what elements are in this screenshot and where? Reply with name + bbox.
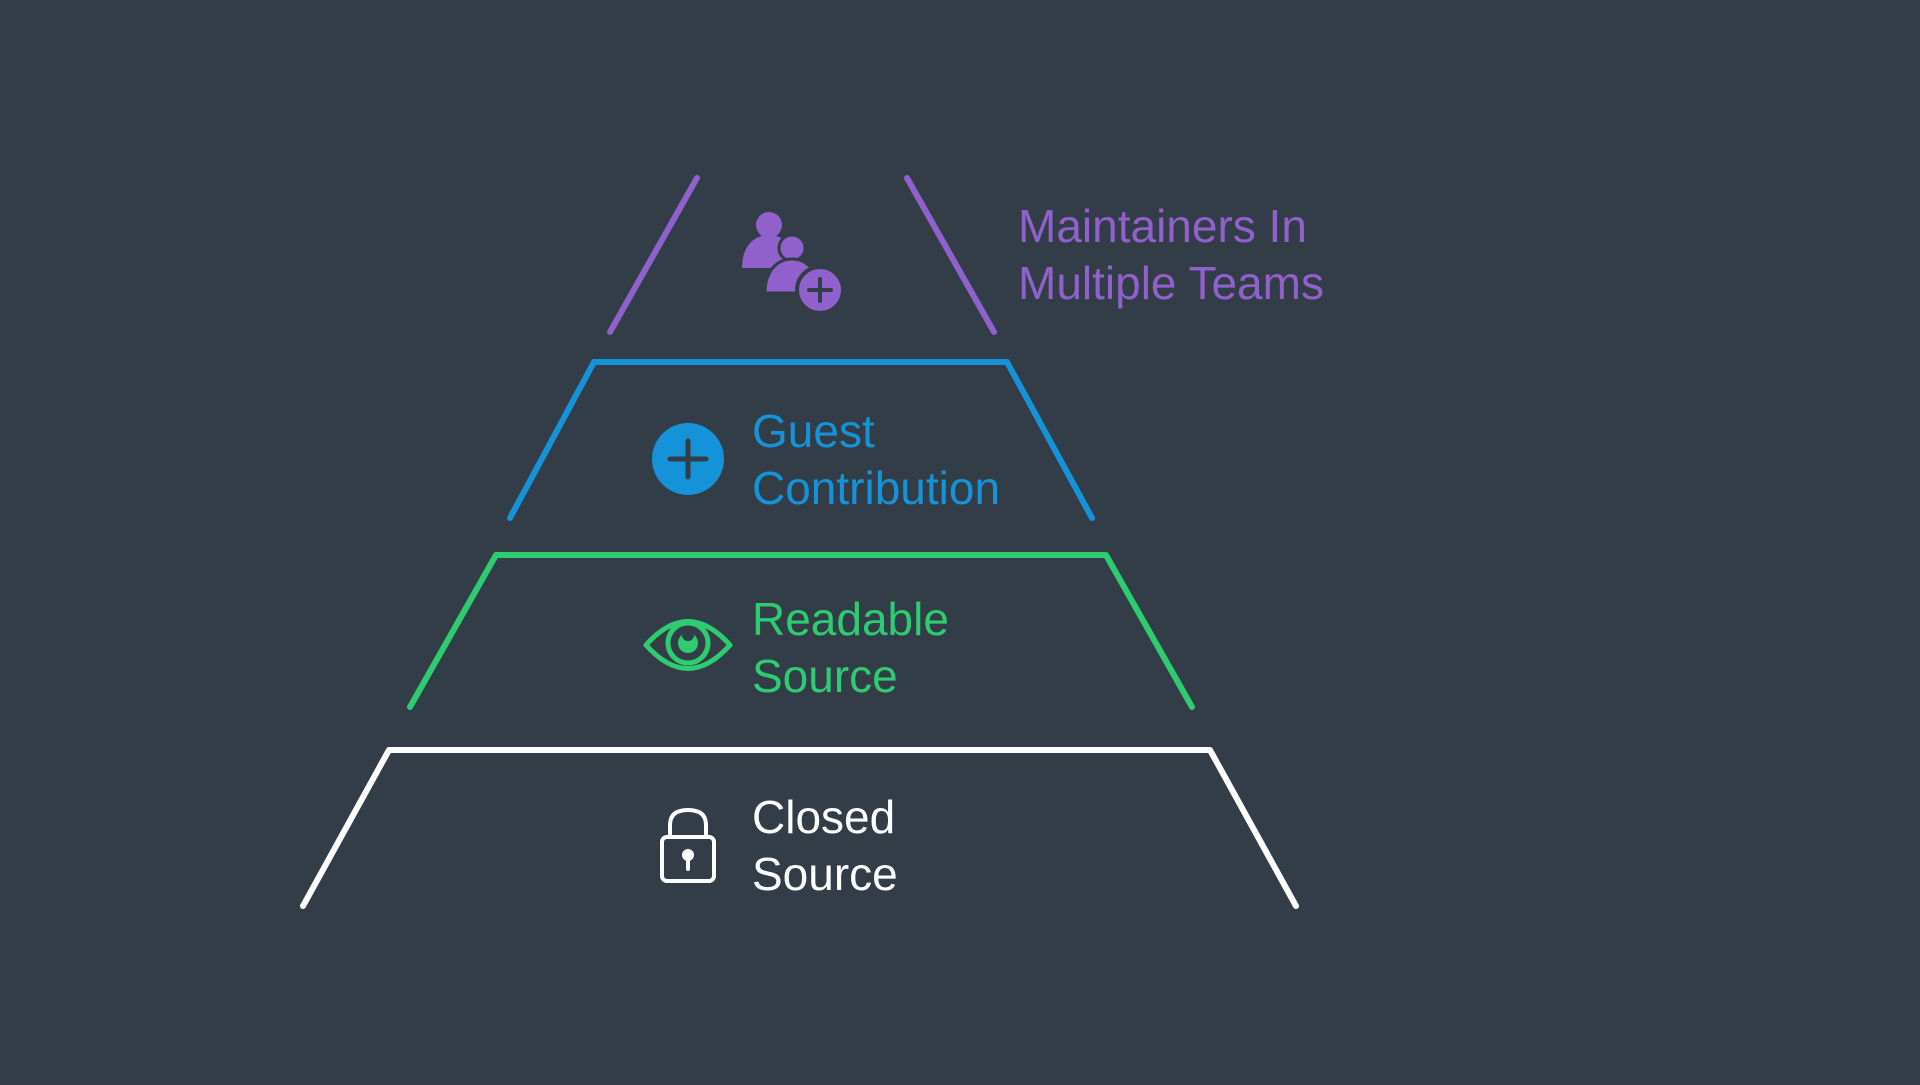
tier-maintainers-left-edge [607,175,700,335]
plus-circle-icon [652,423,724,495]
tier-readable-label-line-2: Source [752,650,898,702]
tier-closed-label-line-2: Source [752,848,898,900]
tier-guest-label-line-1: Guest [752,405,875,457]
tier-closed-label: Closed Source [752,789,898,903]
tier-guest-label-line-2: Contribution [752,462,1001,514]
tier-guest-label: Guest Contribution [752,403,1000,517]
tier-readable-label: Readable Source [752,591,949,705]
tier-maintainers-label-line-2: Multiple Teams [1018,257,1324,309]
tier-maintainers-label-line-1: Maintainers In [1018,200,1307,252]
tier-closed-outline [300,747,1299,909]
tier-closed-label-line-1: Closed [752,791,896,843]
tier-maintainers-right-edge [904,175,997,335]
tier-guest-outline [507,359,1095,521]
tier-readable-outline [407,552,1195,710]
tier-maintainers-outline [607,175,997,335]
tier-maintainers-label: Maintainers In Multiple Teams [1018,198,1324,312]
lock-icon [660,807,716,883]
users-add-icon [742,212,845,315]
tier-readable-label-line-1: Readable [752,593,949,645]
eye-icon [643,619,733,671]
